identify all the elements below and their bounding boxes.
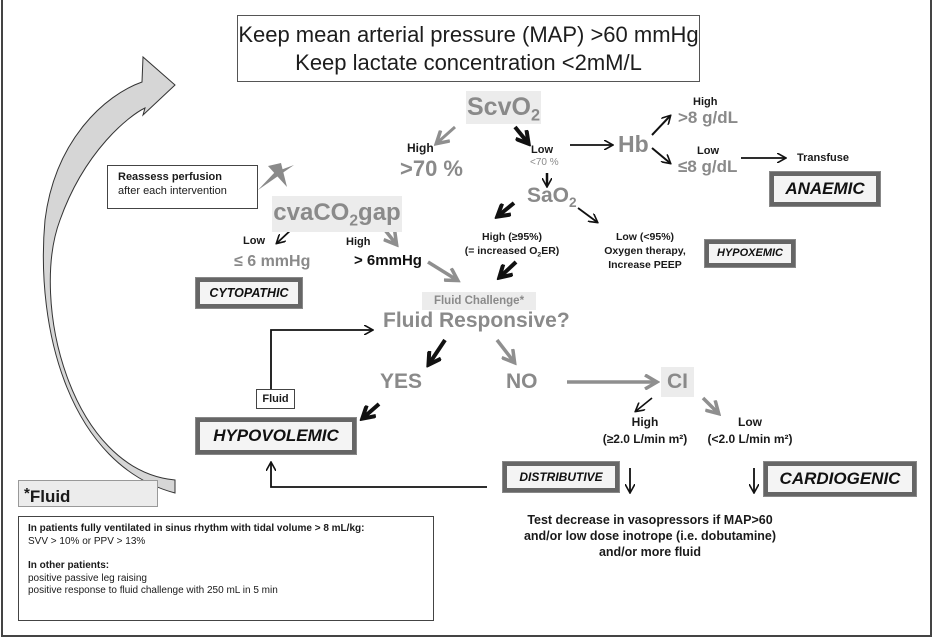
fluid-yes: YES xyxy=(380,370,423,393)
node-scvo2: ScvO2 xyxy=(466,91,541,124)
goals-box: Keep mean arterial pressure (MAP) >60 mm… xyxy=(237,15,700,82)
hb-high-value: >8 g/dL xyxy=(678,108,738,127)
cvaco2gap-low-label: Low xyxy=(243,235,265,247)
diagnosis-cytopathic: CYTOPATHIC xyxy=(196,278,302,308)
sao2-high-line2-post: ER) xyxy=(541,245,560,257)
sao2-high-line2: (= increased O2ER) xyxy=(462,244,562,258)
sao2-low-line1: Low (<95%) xyxy=(615,231,675,243)
diagnosis-hypoxemic: HYPOXEMIC xyxy=(705,240,795,267)
reassess-box: Reassess perfusion after each interventi… xyxy=(107,165,258,209)
goal-lactate: Keep lactate concentration <2mM/L xyxy=(295,50,642,75)
ci-high-line1: High xyxy=(631,415,659,429)
arrow-sao2-high-to-fluid xyxy=(500,260,518,277)
node-ci: CI xyxy=(661,367,694,397)
diagnosis-hypovolemic: HYPOVOLEMIC xyxy=(196,418,356,454)
sao2-high-line2-sub: 2 xyxy=(537,251,542,259)
cvaco2gap-low-value: ≤ 6 mmHg xyxy=(234,253,311,270)
arrow-sao2-low xyxy=(577,207,597,222)
arrow-fluid-yes xyxy=(429,338,447,364)
ci-low-text: Low (<2.0 L/min m²) xyxy=(692,414,808,448)
diagnosis-distributive: DISTRIBUTIVE xyxy=(503,462,619,492)
transfuse-label: Transfuse xyxy=(797,152,849,164)
arrow-cvaco2-high xyxy=(385,228,396,244)
arrow-hb-low xyxy=(651,147,670,163)
sao2-low-text: Low (<95%) Oxygen therapy, Increase PEEP xyxy=(597,230,693,272)
ci-low-line1: Low xyxy=(738,415,762,429)
arrow-fluid-loop xyxy=(270,330,372,389)
treatment-line3: and/or more fluid xyxy=(598,545,702,559)
goal-map: Keep mean arterial pressure (MAP) >60 mm… xyxy=(238,22,699,47)
arrow-cvaco2-high-to-fluid xyxy=(427,260,457,280)
cvaco2gap-subscript: 2 xyxy=(349,212,359,230)
footnote-ventilated-heading: In patients fully ventilated in sinus rh… xyxy=(28,523,365,534)
ci-low-line2: (<2.0 L/min m²) xyxy=(707,432,793,446)
diagnosis-cardiogenic: CARDIOGENIC xyxy=(764,462,916,496)
footnote-title: *Fluid Challenge: xyxy=(18,480,158,532)
cvaco2gap-high-value: > 6mmHg xyxy=(354,252,422,269)
sao2-high-text: High (≥95%) (= increased O2ER) xyxy=(462,230,562,258)
footnote-star: * xyxy=(24,485,30,502)
hb-low-value: ≤8 g/dL xyxy=(678,157,738,176)
arrow-sao2-high xyxy=(498,201,516,216)
scvo2-high-label: High xyxy=(407,141,434,155)
arrow-fluid-no xyxy=(495,338,514,362)
footnote-ventilated-criteria: SVV > 10% or PPV > 13% xyxy=(28,535,146,547)
arrow-distributive-to-hypovolemic xyxy=(271,463,487,488)
arrow-scvo2-high xyxy=(437,125,456,143)
footnote-other-item2: positive response to fluid challenge wit… xyxy=(28,585,278,596)
fluid-no: NO xyxy=(506,370,538,393)
sao2-low-line3: Increase PEEP xyxy=(608,259,682,271)
hb-high-label: High xyxy=(693,96,718,108)
fluid-challenge-label: Fluid Challenge* xyxy=(422,292,536,310)
ci-high-line2: (≥2.0 L/min m²) xyxy=(602,432,688,446)
sao2-low-line2: Oxygen therapy, xyxy=(604,245,686,257)
reassess-line2: after each intervention xyxy=(118,185,227,197)
sao2-high-line1: High (≥95%) xyxy=(481,231,543,243)
fluid-box: Fluid xyxy=(256,389,295,409)
footnote-other-heading: In other patients: xyxy=(28,560,110,571)
node-sao2: SaO2 xyxy=(527,184,577,210)
cvaco2gap-high-label: High xyxy=(346,236,371,248)
fluid-responsive-question: Fluid Responsive? xyxy=(383,309,570,332)
ci-high-text: High (≥2.0 L/min m²) xyxy=(590,414,700,448)
treatment-line2: and/or low dose inotrope (i.e. dobutamin… xyxy=(523,529,777,543)
arrow-scvo2-low xyxy=(513,125,528,143)
cvaco2gap-label-pre: cvaCO xyxy=(273,199,350,226)
diagnosis-anaemic: ANAEMIC xyxy=(770,172,880,206)
sao2-high-line2-pre: (= increased O xyxy=(464,245,538,257)
scvo2-low-value: <70 % xyxy=(530,157,559,168)
sao2-subscript: 2 xyxy=(569,194,577,210)
cvaco2gap-label-post: gap xyxy=(358,199,401,226)
reassess-curved-arrow xyxy=(42,55,176,494)
arrow-yes-to-hypovolemic xyxy=(363,402,381,418)
node-cvaco2gap: cvaCO2gap xyxy=(272,196,402,232)
scvo2-low-label: Low xyxy=(531,144,553,156)
arrow-ci-high xyxy=(636,397,653,411)
reassess-line1: Reassess perfusion xyxy=(118,171,222,183)
scvo2-high-value: >70 % xyxy=(400,156,463,181)
sao2-label: SaO xyxy=(527,184,570,207)
footnote-other-item1: positive passive leg raising xyxy=(28,572,147,584)
arrow-ci-low xyxy=(701,396,718,413)
scvo2-label: ScvO xyxy=(467,93,531,121)
hb-low-label: Low xyxy=(697,145,719,157)
node-hb: Hb xyxy=(618,131,649,157)
treatment-text: Test decrease in vasopressors if MAP>60 … xyxy=(500,512,800,560)
footnote-box: In patients fully ventilated in sinus rh… xyxy=(18,516,434,621)
arrow-hb-high xyxy=(651,116,670,136)
scvo2-subscript: 2 xyxy=(530,106,540,125)
treatment-line1: Test decrease in vasopressors if MAP>60 xyxy=(527,513,773,527)
